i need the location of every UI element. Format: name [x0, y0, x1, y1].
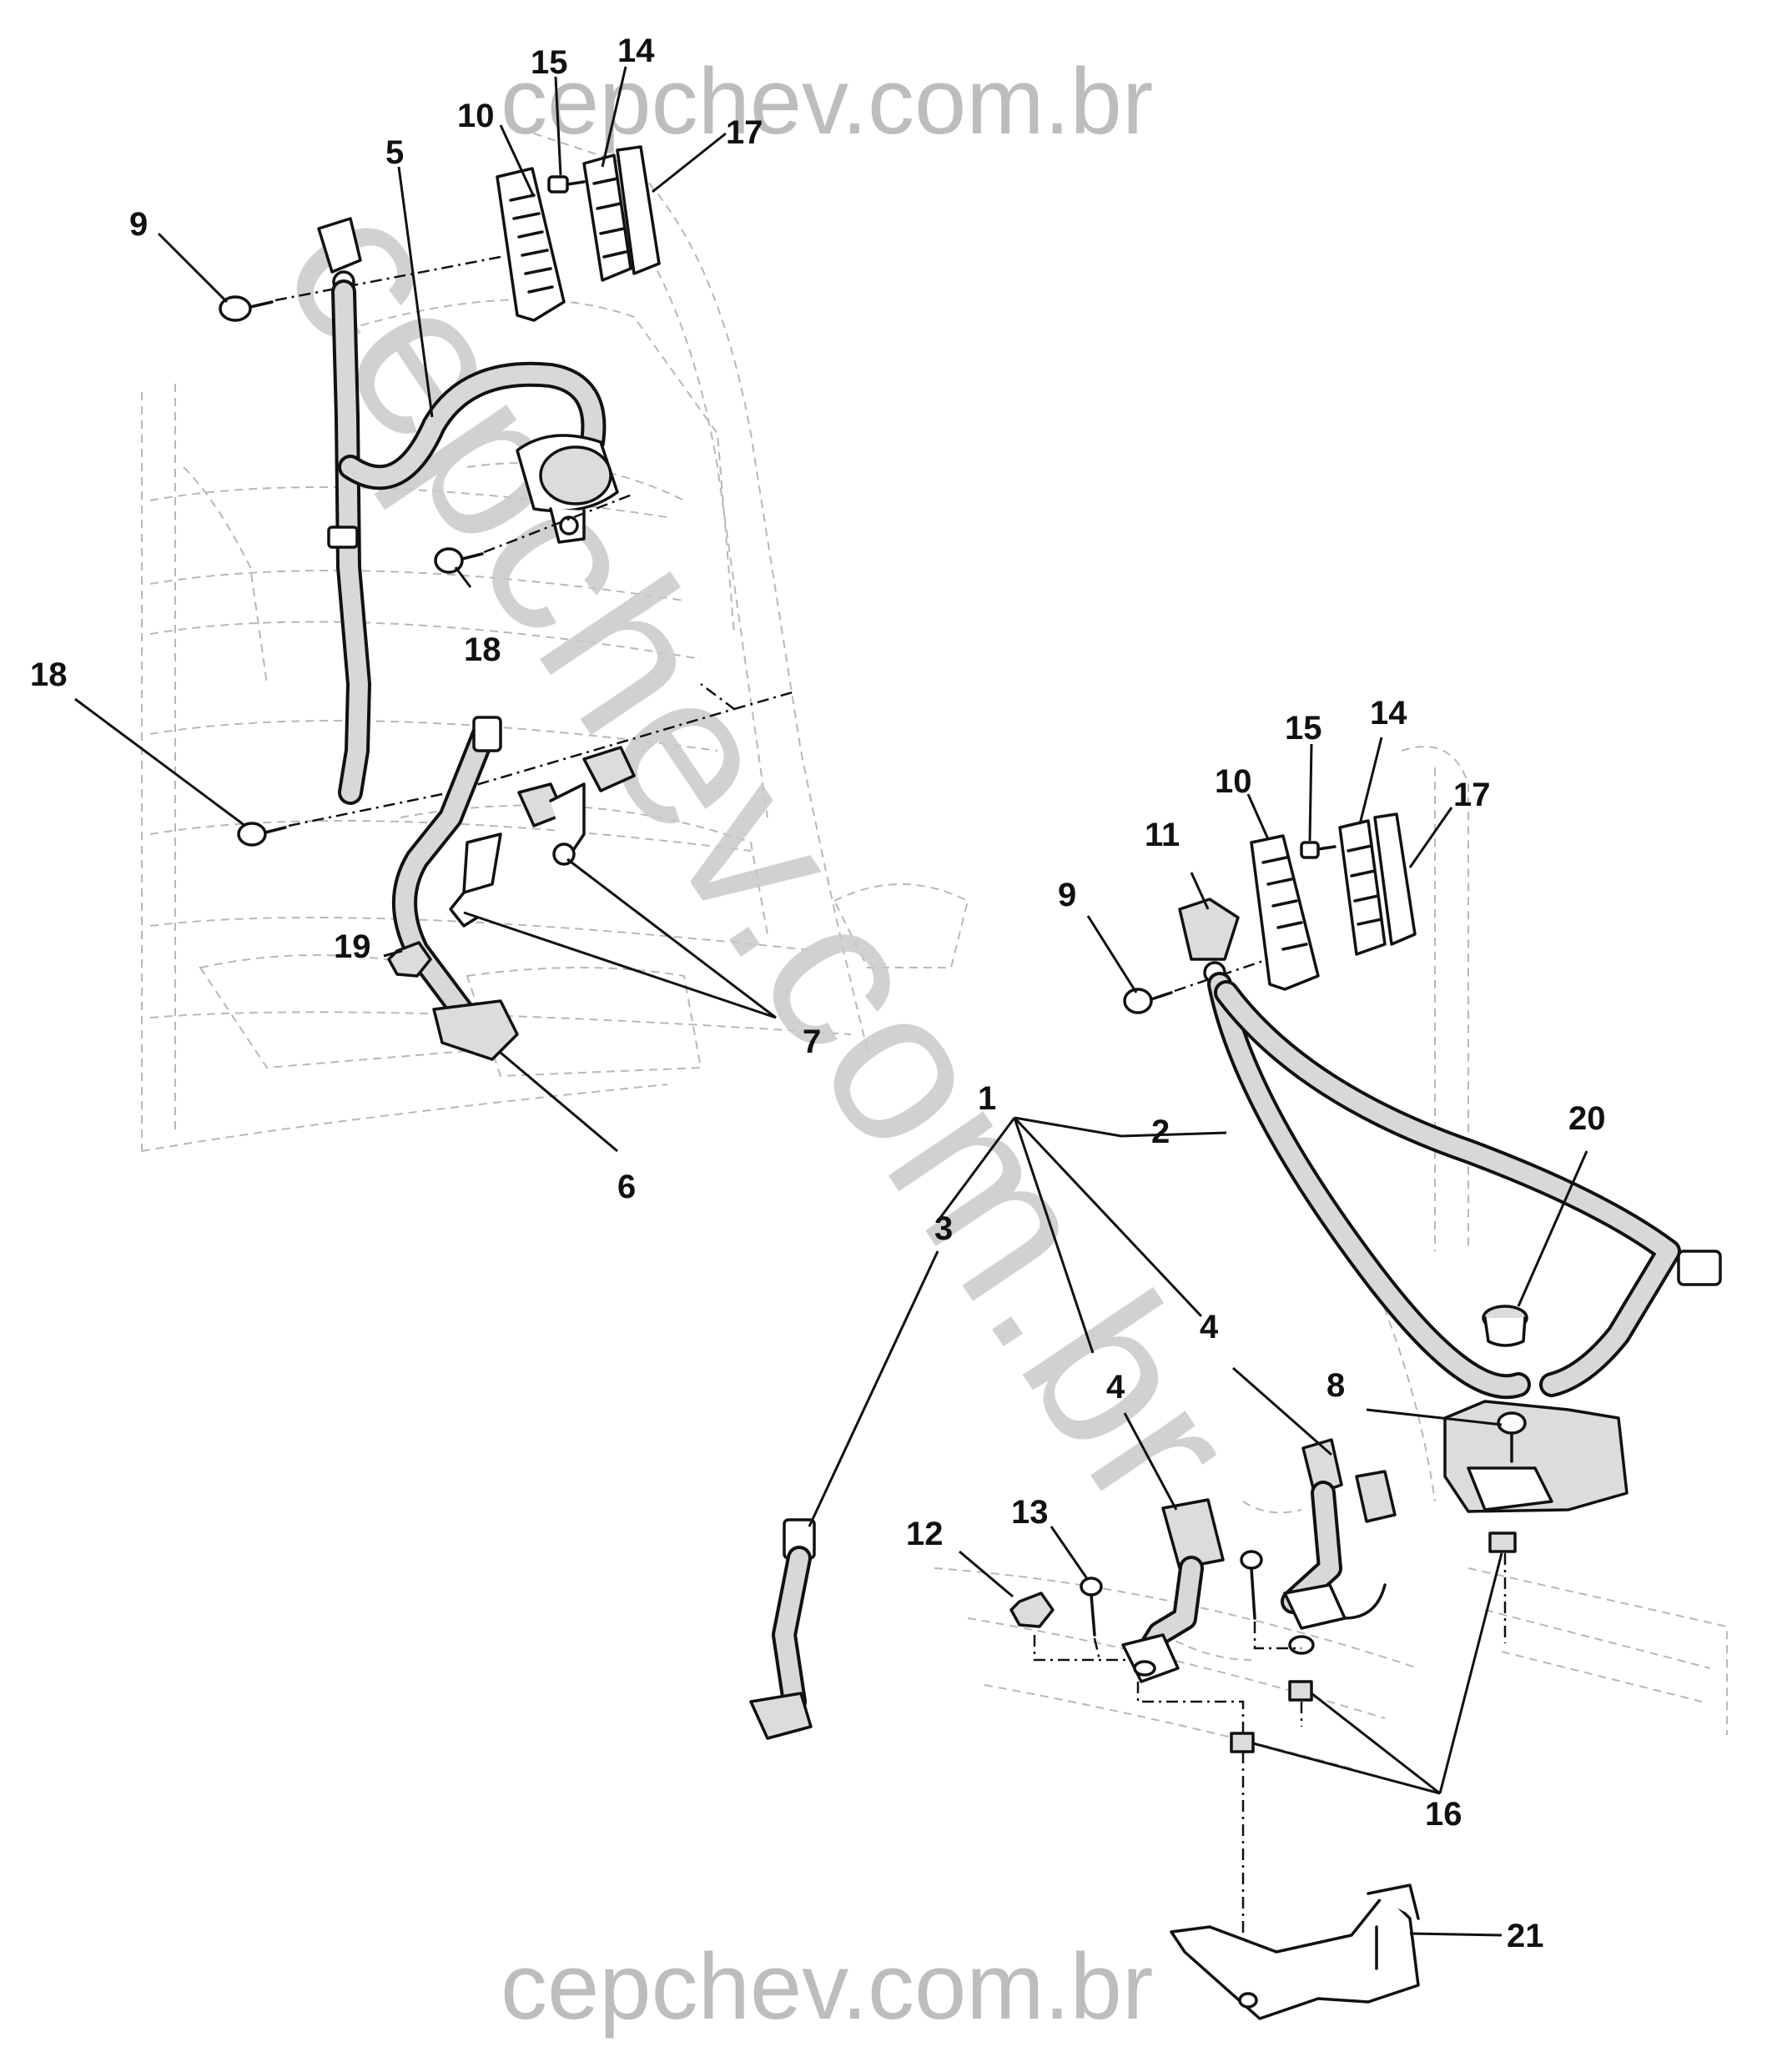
alignment-line-12-13: [1033, 1635, 1126, 1662]
nut-12: [1009, 1592, 1055, 1628]
callout-3: 3: [934, 1210, 953, 1247]
center-buckle-4-a: [1121, 1498, 1225, 1683]
callout-18-upper: 18: [464, 631, 501, 668]
callout-1: 1: [978, 1080, 996, 1117]
anchor-bolt-9-right: [1123, 988, 1173, 1014]
belt-retractor-left: [516, 434, 619, 544]
callout-9-right: 9: [1058, 877, 1076, 913]
bracket-21: [1170, 1883, 1420, 2020]
height-adjuster-left: [496, 167, 566, 322]
upper-guide-11: [1178, 898, 1240, 984]
clip-16-a: [1488, 1531, 1517, 1553]
callout-10-right: 10: [1215, 763, 1252, 800]
callout-19: 19: [334, 928, 371, 965]
callout-9-left: 9: [129, 206, 148, 243]
seat-belt-assembly-2: [1207, 972, 1722, 1400]
callout-17-left: 17: [726, 114, 763, 151]
callout-14-right: 14: [1370, 695, 1407, 732]
adjuster-trim-right: [1373, 812, 1417, 946]
adjuster-trim-left: [616, 145, 661, 275]
seat-belt-webbing-5: [331, 279, 607, 805]
watermark-diagonal: cepchev.com.br: [236, 158, 1285, 1549]
watermark-top: cepchev.com.br: [501, 49, 1153, 153]
callout-6: 6: [617, 1169, 636, 1205]
alignment-line-18-upper: [483, 492, 635, 554]
belt-clip-left: [327, 526, 359, 549]
belt-end-3: [749, 1518, 816, 1740]
alignment-line-18-lower: [288, 683, 793, 827]
callout-7: 7: [803, 1023, 821, 1060]
anchor-bolt-18-lower: [237, 822, 287, 847]
retractor-bolt-8: [1497, 1411, 1527, 1463]
plug-20: [1482, 1305, 1528, 1347]
adjuster-bolt-left: [547, 175, 586, 194]
callout-14-left: 14: [617, 33, 655, 69]
callout-21: 21: [1507, 1918, 1544, 1954]
adjuster-bolt-right: [1300, 841, 1336, 859]
callout-4-right: 4: [1200, 1309, 1219, 1345]
vehicle-body-outline-right: [934, 746, 1728, 1769]
watermark-bottom: cepchev.com.br: [501, 1934, 1153, 2039]
alignment-line-9-left: [274, 255, 501, 302]
alignment-line-16: [1136, 1553, 1507, 1969]
callout-17-right: 17: [1453, 777, 1491, 813]
bolt-13: [1080, 1577, 1103, 1637]
clip-16-b: [1288, 1680, 1313, 1702]
callout-15-left: 15: [531, 44, 568, 81]
retractor-bolt-18-upper: [434, 547, 484, 574]
callout-2: 2: [1151, 1114, 1170, 1150]
callout-4-left: 4: [1106, 1369, 1125, 1406]
buckle-bolt-right: [1240, 1550, 1263, 1620]
callout-12: 12: [906, 1516, 944, 1552]
callout-16: 16: [1425, 1796, 1462, 1833]
callout-8: 8: [1326, 1367, 1345, 1404]
callout-11: 11: [1145, 817, 1180, 853]
callout-5: 5: [385, 134, 404, 171]
clip-16-c: [1230, 1732, 1255, 1753]
callout-20: 20: [1568, 1100, 1606, 1137]
callout-10-left: 10: [457, 98, 495, 134]
buckle-stalk-6: [392, 716, 519, 1061]
callout-13: 13: [1011, 1494, 1049, 1531]
leader-lines: [74, 66, 1588, 1937]
callout-15-right: 15: [1285, 710, 1322, 747]
alignment-line-buckle-right: [1253, 1622, 1301, 1650]
seat-buckle-7: [449, 746, 636, 928]
callout-numbers: 9 10 15 14 17 5 18 18 19 7 6 10 15 14 17…: [30, 33, 1606, 1954]
callout-18-lower: 18: [30, 656, 68, 693]
belt-retractor-right: [1443, 1400, 1628, 1513]
anchor-bolt-9-left: [219, 295, 274, 322]
center-buckle-4-b: [1281, 1438, 1397, 1655]
adjuster-cover-right: [1338, 819, 1387, 956]
